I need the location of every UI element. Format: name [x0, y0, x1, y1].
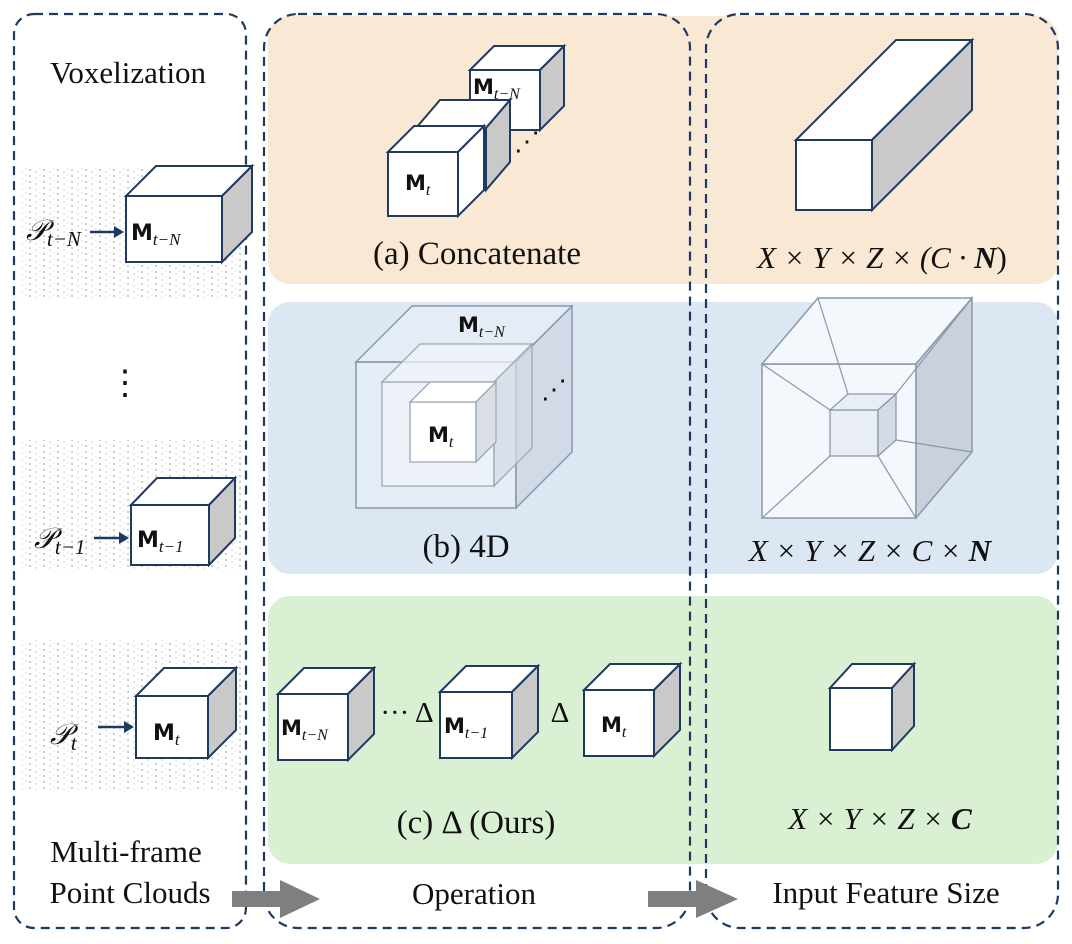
- delta-separator-1: ··· Δ: [380, 697, 433, 729]
- delta-cube-t-n: [275, 665, 377, 763]
- delta-feature-cube: [827, 661, 917, 753]
- four-d-feature-size: X × Y × Z × C × N: [747, 533, 993, 568]
- delta-cube-t-1-label: Mt−1: [444, 714, 488, 742]
- left-column-frame: [12, 12, 248, 930]
- four-d-inner-label: Mt: [428, 423, 454, 451]
- four-d-caption: (b) 4D: [422, 529, 509, 565]
- flow-arrow-2: [648, 880, 738, 918]
- delta-separator-2: Δ: [551, 697, 570, 729]
- voxel-map-label-t-1: Mt−1: [137, 528, 184, 556]
- four-d-outer-label: Mt−N: [458, 313, 506, 341]
- right-column-frame: [704, 12, 1060, 930]
- delta-cube-t: [581, 661, 683, 759]
- voxelization-title: Voxelization: [50, 55, 207, 90]
- four-d-ellipsis: ⋰: [541, 375, 567, 404]
- concat-feature-prism: [793, 37, 975, 213]
- arrow-t-n: [90, 226, 124, 238]
- delta-cube-t-n-label: Mt−N: [281, 716, 329, 744]
- frames-ellipsis: ⋮: [108, 365, 142, 402]
- concat-feature-size: X × Y × Z × (C · N): [755, 240, 1007, 275]
- point-clouds-label: Point Clouds: [49, 875, 210, 910]
- middle-column-frame: [262, 12, 692, 930]
- input-feature-size-footer: Input Feature Size: [772, 875, 999, 910]
- voxel-cube-t: [133, 665, 239, 761]
- operation-footer: Operation: [412, 876, 536, 911]
- concat-cube-front: [385, 123, 487, 219]
- concat-cube-front-label: Mt: [405, 171, 431, 199]
- concat-ellipsis: ⋰: [514, 127, 540, 156]
- concatenate-caption: (a) Concatenate: [373, 236, 581, 272]
- multi-frame-label: Multi-frame: [50, 834, 202, 869]
- delta-feature-size: X × Y × Z × C: [786, 801, 972, 836]
- four-d-nested-cubes: [354, 304, 574, 510]
- arrow-t: [98, 721, 134, 733]
- four-d-feature-cube: [760, 295, 974, 521]
- voxel-map-label-t-n: Mt−N: [131, 221, 182, 249]
- arrow-t-1: [94, 532, 129, 544]
- delta-cube-t-1: [437, 663, 541, 761]
- voxel-map-label-t: Mt: [153, 721, 181, 749]
- voxel-cube-t-1: [128, 475, 238, 568]
- delta-caption: (c) Δ (Ours): [397, 805, 556, 841]
- point-cloud-label-t-1: 𝒫t−1: [34, 523, 85, 559]
- delta-cube-t-label: Mt: [601, 713, 627, 741]
- flow-arrow-1: [232, 880, 320, 918]
- concat-cube-back-label: Mt−N: [473, 75, 521, 103]
- voxel-cube-t-n: [123, 163, 255, 265]
